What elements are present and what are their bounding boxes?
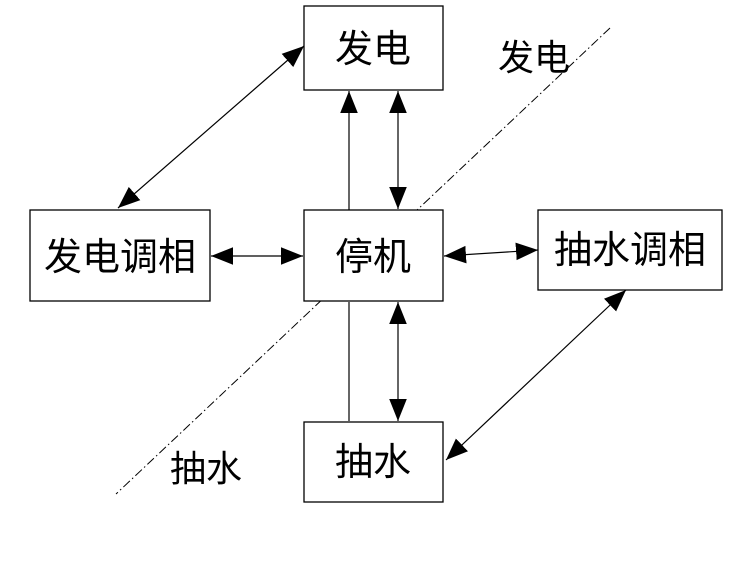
region-label-generate: 发电 xyxy=(498,38,570,79)
node-stop-label: 停机 xyxy=(335,235,411,279)
node-generate-box xyxy=(303,5,444,91)
node-gen-phase-label: 发电调相 xyxy=(44,235,196,279)
node-stop: 停机 xyxy=(303,209,444,302)
node-gen-phase: 发电调相 xyxy=(29,209,211,302)
node-pump-phase: 抽水调相 xyxy=(537,209,723,291)
node-pump-box xyxy=(303,421,444,503)
node-pump-phase-box xyxy=(537,209,723,291)
region-divider-line xyxy=(115,27,611,495)
region-label-pump: 抽水 xyxy=(170,449,242,490)
node-generate: 发电 xyxy=(303,5,444,91)
arrow-generate-gen-phase xyxy=(117,45,305,209)
arrow-pump-phase-pump xyxy=(445,289,627,461)
node-pump: 抽水 xyxy=(303,421,444,503)
node-generate-label: 发电 xyxy=(335,27,411,71)
node-pump-label: 抽水 xyxy=(335,440,411,484)
node-pump-phase-label: 抽水调相 xyxy=(554,228,706,272)
node-stop-box xyxy=(303,209,444,302)
arrow-stop-pump-phase xyxy=(443,242,539,264)
node-gen-phase-box xyxy=(29,209,211,302)
